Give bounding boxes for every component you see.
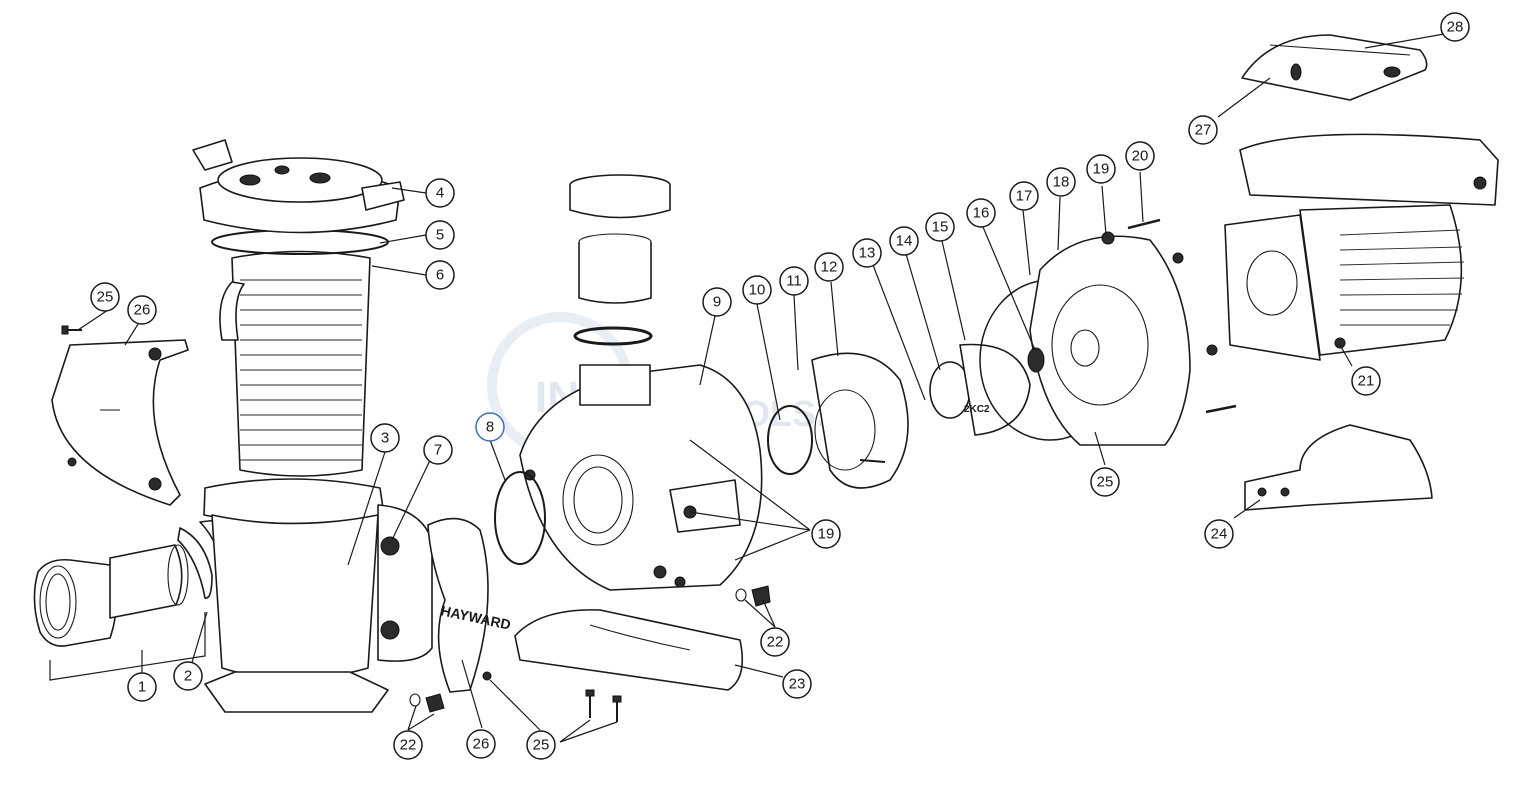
svg-text:20: 20: [1132, 148, 1149, 165]
callout-1: 1: [127, 672, 157, 702]
svg-text:10: 10: [749, 282, 766, 299]
part-drain-plug-right: [735, 585, 771, 607]
leader-1-bracket: [49, 612, 206, 681]
svg-text:25: 25: [533, 737, 550, 754]
part-motor: [1224, 133, 1499, 361]
callout-6: 6: [425, 260, 455, 290]
svg-text:9: 9: [713, 294, 721, 311]
callout-23: 23: [782, 669, 812, 699]
callout-4: 4: [425, 178, 455, 208]
part-strainer-lid: [192, 139, 405, 234]
callout-24: 24: [1204, 519, 1234, 549]
svg-text:26: 26: [134, 302, 151, 319]
part-union-nut-top: [569, 174, 671, 219]
leader-lines: [77, 33, 1445, 743]
callout-7: 7: [423, 435, 453, 465]
svg-text:26: 26: [473, 736, 490, 753]
part-lid-o-ring: [211, 229, 389, 255]
callout-25-left: 25: [90, 282, 120, 312]
callout-17: 17: [1009, 181, 1039, 211]
svg-text:27: 27: [1195, 122, 1212, 139]
impeller-stamp: 2KC2: [964, 404, 990, 415]
part-bolts-20: [1127, 218, 1237, 414]
part-tailpiece-top: [578, 233, 652, 304]
part-controller-cover: [1241, 34, 1428, 101]
svg-text:18: 18: [1053, 174, 1070, 191]
svg-text:1: 1: [138, 679, 146, 696]
callout-25-center: 25: [1090, 467, 1120, 497]
callout-19-upper: 19: [1086, 154, 1116, 184]
callout-28: 28: [1440, 12, 1470, 42]
svg-text:23: 23: [789, 676, 806, 693]
svg-text:25: 25: [1097, 474, 1114, 491]
part-pump-housing: [519, 364, 763, 591]
svg-text:13: 13: [859, 245, 876, 262]
svg-text:22: 22: [767, 634, 784, 651]
callout-19-lower: 19: [811, 519, 841, 549]
part-diffuser-o-ring: [767, 405, 813, 475]
part-drain-plug-left: [409, 693, 445, 713]
callout-15: 15: [925, 212, 955, 242]
svg-text:7: 7: [434, 442, 442, 459]
svg-text:25: 25: [97, 289, 114, 306]
svg-text:28: 28: [1447, 19, 1464, 36]
svg-text:21: 21: [1358, 373, 1375, 390]
callout-26-right: 26: [466, 729, 496, 759]
svg-text:19: 19: [818, 526, 835, 543]
svg-text:8: 8: [486, 419, 494, 436]
callout-26-left: 26: [127, 295, 157, 325]
callout-2: 2: [173, 661, 203, 691]
callout-25-bottom: 25: [526, 730, 556, 760]
svg-text:12: 12: [821, 259, 838, 276]
svg-text:4: 4: [436, 185, 444, 202]
callout-10: 10: [742, 275, 772, 305]
svg-text:19: 19: [1093, 161, 1110, 178]
part-screws-left-cover: [61, 325, 82, 467]
svg-text:24: 24: [1211, 526, 1228, 543]
part-motor-support: [514, 609, 744, 691]
svg-text:5: 5: [436, 227, 444, 244]
part-bolts-19: [1101, 231, 1218, 356]
part-top-o-ring: [573, 326, 653, 346]
callout-14: 14: [889, 226, 919, 256]
svg-text:11: 11: [786, 273, 802, 290]
part-basket: [219, 250, 371, 477]
svg-text:16: 16: [973, 205, 990, 222]
callout-22-left: 22: [393, 730, 423, 760]
callout-18: 18: [1046, 167, 1076, 197]
part-union-assembly: [33, 515, 275, 647]
part-seal-plate: [1027, 235, 1191, 446]
part-screws-lower: [482, 671, 622, 722]
callout-9: 9: [702, 287, 732, 317]
callout-12: 12: [814, 252, 844, 282]
callout-20: 20: [1125, 141, 1155, 171]
svg-text:3: 3: [381, 430, 389, 447]
svg-text:17: 17: [1016, 188, 1033, 205]
part-motor-foot: [1244, 424, 1433, 511]
callout-11: 11: [779, 266, 809, 296]
callout-16: 16: [966, 198, 996, 228]
svg-text:22: 22: [400, 737, 417, 754]
callout-5: 5: [425, 220, 455, 250]
callout-21: 21: [1351, 366, 1381, 396]
svg-text:15: 15: [932, 219, 949, 236]
svg-text:6: 6: [436, 267, 444, 284]
callout-22-right: 22: [760, 627, 790, 657]
callout-13: 13: [852, 238, 882, 268]
part-volute-o-ring: [494, 471, 546, 565]
part-diffuser: [811, 352, 909, 489]
callout-27: 27: [1188, 115, 1218, 145]
callout-3: 3: [370, 423, 400, 453]
part-support-cover-left: [51, 339, 189, 506]
part-strainer-housing: [203, 478, 433, 713]
svg-text:14: 14: [896, 233, 913, 250]
svg-text:2: 2: [184, 668, 192, 685]
part-impeller-assembly: 2KC2: [929, 343, 1031, 436]
callout-8: 8: [475, 412, 505, 442]
